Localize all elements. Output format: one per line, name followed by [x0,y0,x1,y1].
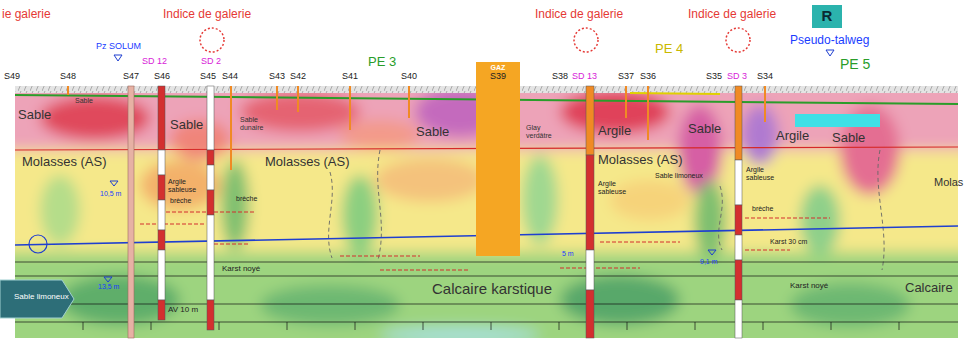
sounding-label: SD 3 [727,72,747,82]
lithology-label: Argile sableuse [598,180,640,195]
lithology-label: brèche [752,205,773,213]
sounding-label: SD 2 [201,57,221,67]
grid-lines [15,262,958,330]
borehole-label: S45 [200,72,216,82]
borehole-label: S49 [4,72,20,82]
borehole-label: S43 [269,72,285,82]
gallery-label: Indice de galerie [535,8,623,21]
node-text: R [822,8,833,25]
sounding-label: SD 12 [142,57,167,67]
lithology-label: Sable [688,122,721,136]
profile-label: PE 4 [655,42,683,56]
piezometer-label: Pz SOLUM [96,42,141,52]
lithology-label: Sable [416,125,449,139]
formation-label: Molasses (AS) [598,153,683,167]
lithology-label: Sable [75,97,93,105]
formation-label: Molasses (AS) [22,155,107,169]
boundary-lines [329,150,885,270]
formation-label: Calcaire [905,281,953,295]
marker-circle [29,235,47,253]
depth-label: 9,1 m [700,258,718,266]
lithology-label: Sable limoneux [655,172,703,180]
borehole-label: S42 [290,72,306,82]
depth-label: 5 m [562,250,574,258]
lithology-label: brèche [236,195,257,203]
profile-label: PE 3 [368,55,396,69]
borehole-label: S47 [123,72,139,82]
lithology-label: Argile sableuse [746,166,791,181]
profile-line [630,93,720,94]
borehole [735,86,742,338]
sounding-lines [68,86,765,170]
cyan-bar [795,114,880,127]
borehole-label: S46 [154,72,170,82]
gallery-label: Indice de galerie [688,8,776,21]
lithology-label: Sable limoneux [14,293,69,302]
borehole-label: S35 [706,72,722,82]
node-text: GAZ [491,64,506,72]
lithology-label: Karst noyé [790,282,828,291]
lithology-label: Sable [18,108,51,122]
lithology-label: Karst 30 cm [770,238,807,246]
borehole-label: S36 [640,72,656,82]
borehole-label: S48 [60,72,76,82]
borehole-label: S44 [222,72,238,82]
formation-label: Molasses (AS) [265,155,350,169]
borehole-label: S38 [552,72,568,82]
lithology-label: Argile sableuse [168,178,204,193]
borehole-label: S40 [401,72,417,82]
formation-label: Calcaire karstique [432,281,552,298]
borehole-label: S39 [490,72,506,82]
borehole-label: S37 [618,72,634,82]
level-marker [104,50,834,282]
formation-label: Molas [934,176,963,188]
piezometer [128,86,134,338]
borehole-label: S34 [757,72,773,82]
lithology-label: brèche [170,197,191,205]
gallery-label: ie galerie [2,8,51,21]
profile-label: PE 5 [840,57,870,72]
lithology-label: Argile [598,124,631,138]
talweg-label: Pseudo-talweg [790,34,869,47]
borehole [207,86,214,330]
lithology-label: Sable dunaire [240,116,270,131]
borehole [158,86,165,320]
region-tag: R [812,5,842,28]
callout-shape [0,280,74,318]
lithology-label: Glay verdâtre [526,124,566,139]
depth-label: AV 10 m [168,306,198,315]
borehole [586,86,594,338]
lithology-label: Argile [776,129,809,143]
gallery-label: Indice de galerie [163,8,251,21]
lithology-label: Sable [170,118,203,132]
gas-zone: GAZ [476,62,520,256]
borehole-label: S41 [342,72,358,82]
lithology-label: Karst noyé [222,265,260,274]
depth-label: 13,5 m [98,283,119,291]
lithology-label: Sable [832,131,865,145]
depth-label: 10,5 m [100,190,121,198]
sounding-label: SD 13 [572,72,597,82]
